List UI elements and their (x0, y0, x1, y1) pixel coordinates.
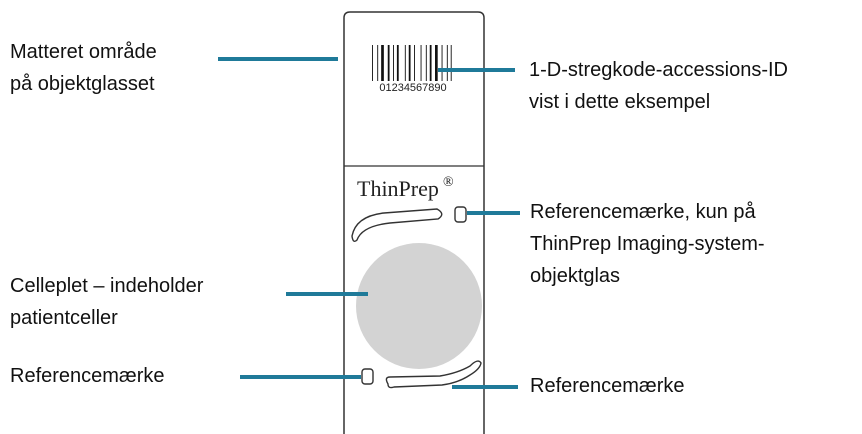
barcode-bar (393, 45, 394, 81)
barcode-bar (425, 45, 427, 81)
barcode-bar (429, 45, 432, 81)
label-barcode-2: vist i dette eksempel (529, 91, 710, 113)
barcode-number: 01234567890 (379, 82, 446, 94)
label-frosted-area-2: på objektglasset (10, 73, 155, 95)
barcode-bar (450, 45, 452, 81)
barcode-bar (372, 45, 373, 81)
label-fiducial-imaging-1: Referencemærke, kun på (530, 201, 757, 223)
barcode-bar (377, 45, 379, 81)
registered-mark: ® (443, 175, 454, 190)
barcode-bar (441, 45, 443, 81)
barcode-bar (381, 45, 384, 81)
barcode-bar (387, 45, 390, 81)
upper-fiducial-groove (351, 208, 443, 243)
fiducial-mark-lower-left (361, 368, 374, 385)
barcode-bar (396, 45, 399, 81)
label-barcode-1: 1-D-stregkode-accessions-ID (529, 59, 788, 81)
label-fiducial-imaging-3: objektglas (530, 265, 620, 287)
barcode (372, 45, 452, 81)
label-cell-spot-2: patientceller (10, 307, 118, 329)
barcode-bar (446, 45, 448, 81)
barcode-bar (408, 45, 411, 81)
cell-spot (356, 243, 482, 369)
fiducial-mark-upper (454, 206, 467, 223)
label-cell-spot-1: Celleplet – indeholder (10, 275, 204, 297)
slide-outline (343, 11, 485, 434)
slide-brand: ThinPrep (357, 176, 439, 201)
label-fiducial-left: Referencemærke (10, 365, 165, 387)
label-frosted-area-1: Matteret område (10, 41, 157, 63)
label-fiducial-right: Referencemærke (530, 375, 685, 397)
label-fiducial-imaging-2: ThinPrep Imaging-system- (530, 233, 765, 255)
barcode-bar (414, 45, 415, 81)
barcode-bar (420, 45, 422, 81)
barcode-bar (435, 45, 438, 81)
barcode-bar (404, 45, 406, 81)
lower-fiducial-groove (385, 360, 482, 389)
